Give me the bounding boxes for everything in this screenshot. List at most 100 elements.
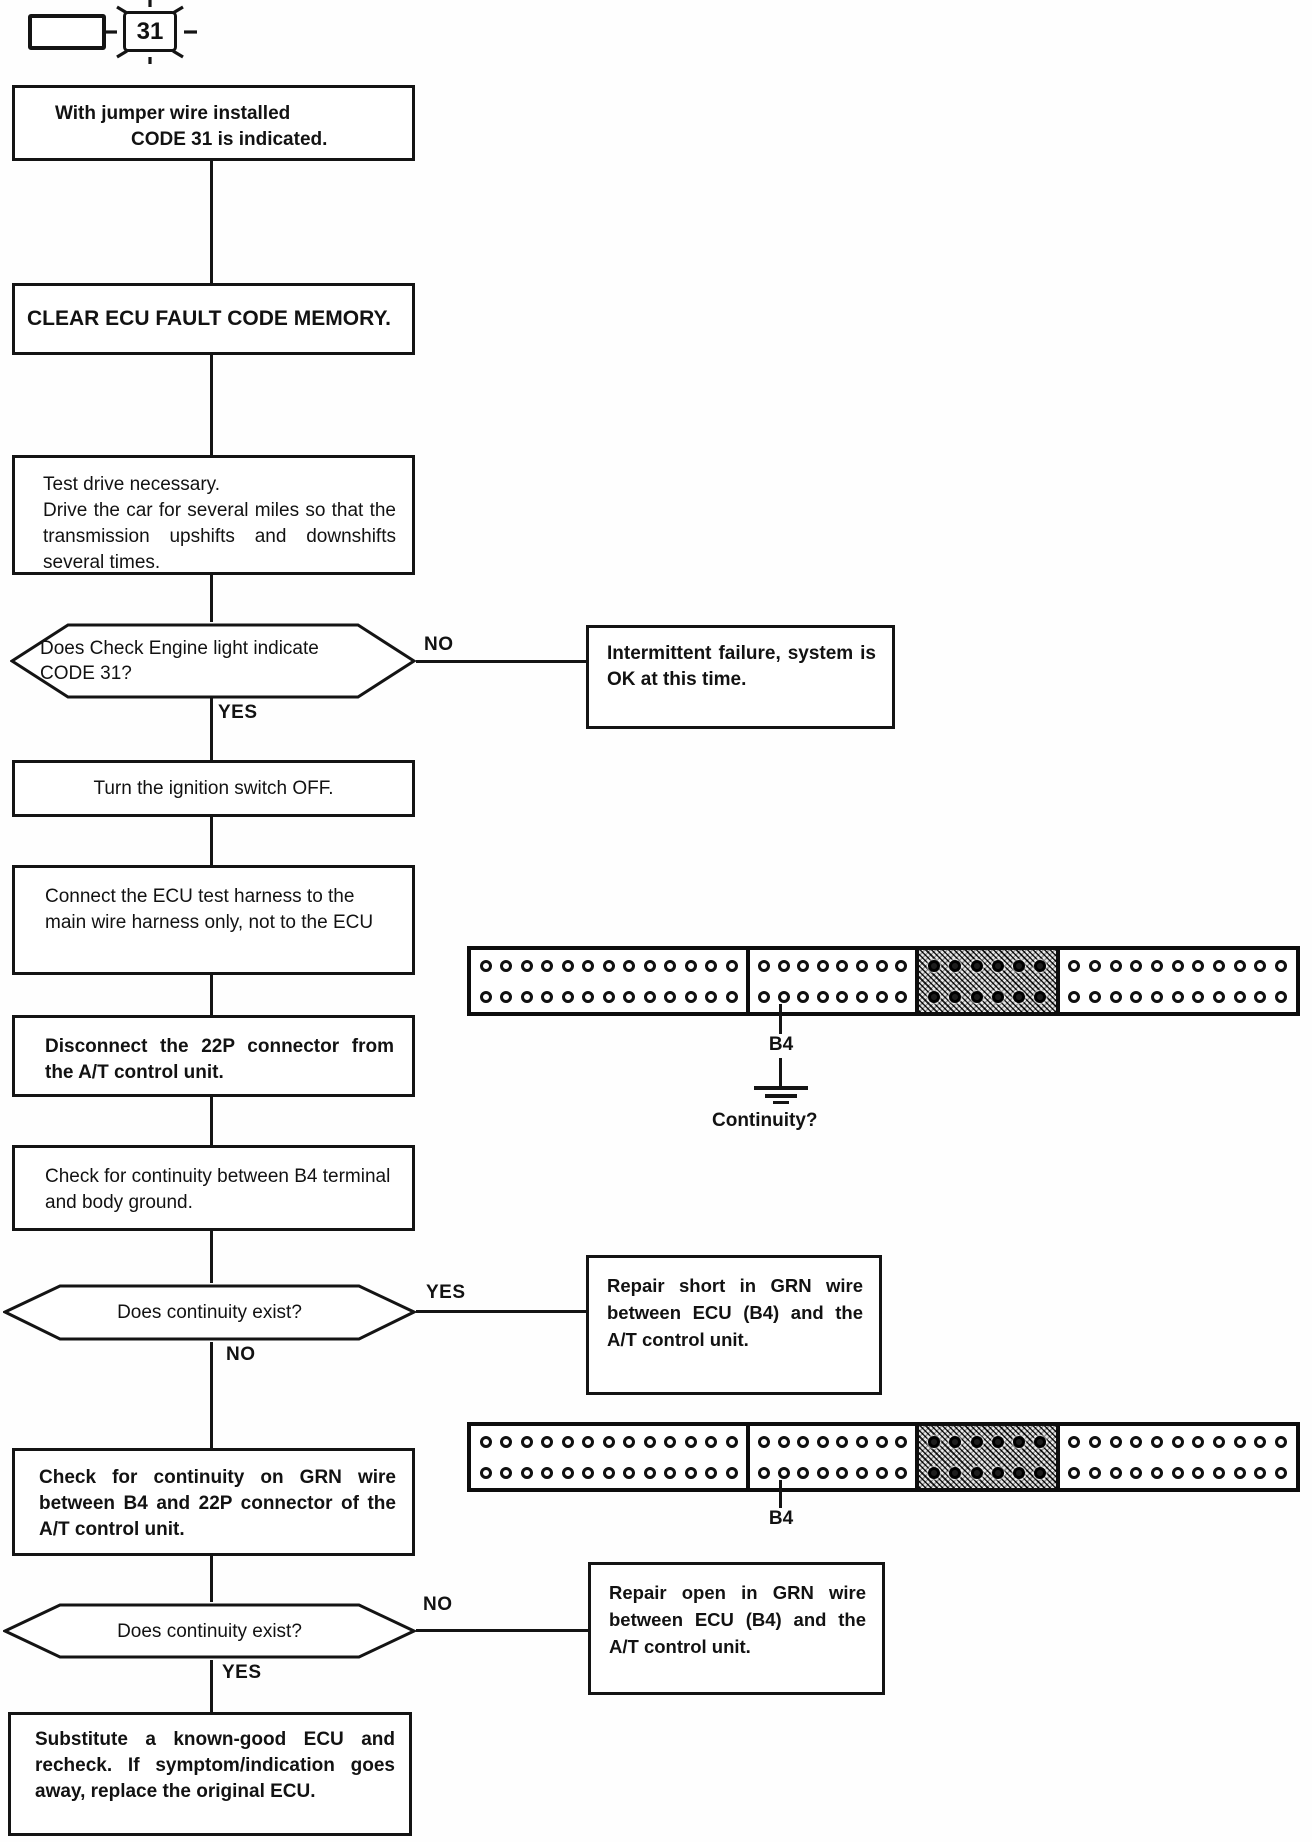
terminal-pin bbox=[1130, 990, 1143, 1003]
edge-label-yes: YES bbox=[218, 702, 258, 723]
terminal-pin bbox=[623, 959, 636, 972]
terminal-pin bbox=[582, 959, 595, 972]
terminal-pin bbox=[725, 959, 738, 972]
connector-pin-row bbox=[750, 1457, 915, 1488]
ground-lead-line bbox=[779, 1058, 782, 1086]
terminal-pin bbox=[623, 1435, 636, 1448]
terminal-pin bbox=[875, 1435, 888, 1448]
flow-line bbox=[210, 1231, 213, 1283]
terminal-pin bbox=[1068, 1435, 1081, 1448]
connector-pin-row bbox=[1060, 950, 1296, 981]
flow-box-check-b4-ground: Check for continuity between B4 terminal… bbox=[12, 1145, 415, 1231]
terminal-pin bbox=[541, 1466, 554, 1479]
terminal-pin bbox=[602, 959, 615, 972]
terminal-pin bbox=[855, 1435, 868, 1448]
connector-section bbox=[471, 950, 746, 1012]
terminal-pin bbox=[705, 990, 718, 1003]
decision-check-engine-code31: Does Check Engine light indicate CODE 31… bbox=[10, 622, 416, 700]
flow-box-repair-short-text: Repair short in GRN wire between ECU (B4… bbox=[607, 1275, 863, 1350]
flow-line bbox=[210, 698, 213, 760]
terminal-pin bbox=[705, 1435, 718, 1448]
terminal-pin bbox=[479, 1466, 492, 1479]
terminal-pin bbox=[561, 1466, 574, 1479]
terminal-pin bbox=[1171, 1435, 1184, 1448]
terminal-pin bbox=[875, 1466, 888, 1479]
connector-pin-row bbox=[750, 1426, 915, 1457]
terminal-pin bbox=[684, 959, 697, 972]
terminal-pin bbox=[777, 1466, 790, 1479]
terminal-pin bbox=[1151, 959, 1164, 972]
connector-section bbox=[746, 1426, 915, 1488]
terminal-pin bbox=[725, 1435, 738, 1448]
terminal-pin bbox=[1275, 959, 1288, 972]
terminal-pin bbox=[479, 1435, 492, 1448]
terminal-pin bbox=[895, 1466, 908, 1479]
terminal-pin bbox=[705, 959, 718, 972]
b4-pointer-line bbox=[779, 1004, 782, 1034]
hexagon-shape bbox=[3, 1603, 416, 1659]
terminal-pin bbox=[602, 990, 615, 1003]
terminal-pin bbox=[1013, 1466, 1026, 1479]
terminal-pin bbox=[664, 990, 677, 1003]
terminal-pin bbox=[479, 990, 492, 1003]
flow-box-check-grn-wire-text: Check for continuity on GRN wire between… bbox=[39, 1467, 396, 1540]
flow-box-disconnect-22p-text: Disconnect the 22P connector from the A/… bbox=[45, 1036, 394, 1083]
flow-line bbox=[210, 1342, 213, 1448]
terminal-pin bbox=[705, 1466, 718, 1479]
flow-box-repair-open: Repair open in GRN wire between ECU (B4)… bbox=[588, 1562, 885, 1695]
terminal-pin bbox=[1254, 1435, 1267, 1448]
edge-label-yes: YES bbox=[222, 1662, 262, 1683]
terminal-pin bbox=[816, 1435, 829, 1448]
decision-continuity-1-text: Does continuity exist? bbox=[117, 1302, 302, 1323]
edge-label-no: NO bbox=[424, 634, 454, 655]
terminal-pin bbox=[757, 1435, 770, 1448]
terminal-pin bbox=[836, 1466, 849, 1479]
terminal-pin bbox=[1275, 990, 1288, 1003]
terminal-pin bbox=[1233, 1435, 1246, 1448]
terminal-pin bbox=[500, 990, 513, 1003]
terminal-pin bbox=[1254, 959, 1267, 972]
terminal-pin bbox=[816, 959, 829, 972]
terminal-pin bbox=[1034, 959, 1047, 972]
b4-terminal-label: B4 bbox=[768, 1508, 794, 1529]
terminal-pin bbox=[1068, 1466, 1081, 1479]
terminal-pin bbox=[1213, 1435, 1226, 1448]
terminal-pin bbox=[1151, 1466, 1164, 1479]
terminal-pin bbox=[1254, 990, 1267, 1003]
terminal-pin bbox=[1013, 959, 1026, 972]
terminal-pin bbox=[664, 959, 677, 972]
connector-pin-row bbox=[919, 1426, 1056, 1457]
terminal-pin bbox=[949, 990, 962, 1003]
terminal-pin bbox=[1254, 1466, 1267, 1479]
terminal-pin bbox=[1171, 990, 1184, 1003]
terminal-pin bbox=[777, 990, 790, 1003]
terminal-pin bbox=[1192, 959, 1205, 972]
terminal-pin bbox=[757, 990, 770, 1003]
flow-box-intermittent-failure-text: Intermittent failure, system is OK at th… bbox=[607, 643, 876, 690]
terminal-pin bbox=[1034, 1435, 1047, 1448]
terminal-pin bbox=[797, 959, 810, 972]
flow-box-jumper-code31: With jumper wire installed CODE 31 is in… bbox=[12, 85, 415, 161]
flow-box-clear-memory: CLEAR ECU FAULT CODE MEMORY. bbox=[12, 283, 415, 355]
terminal-pin bbox=[1213, 1466, 1226, 1479]
terminal-pin bbox=[1088, 990, 1101, 1003]
flow-line bbox=[210, 575, 213, 622]
terminal-pin bbox=[1233, 1466, 1246, 1479]
flow-box-intermittent-failure: Intermittent failure, system is OK at th… bbox=[586, 625, 895, 729]
terminal-pin bbox=[1192, 1466, 1205, 1479]
connector-pin-row bbox=[750, 981, 915, 1012]
terminal-pin bbox=[684, 1466, 697, 1479]
flow-box-substitute-ecu: Substitute a known-good ECU and recheck.… bbox=[8, 1712, 412, 1836]
b4-terminal-label: B4 bbox=[768, 1034, 794, 1055]
connector-section bbox=[746, 950, 915, 1012]
terminal-pin bbox=[1068, 990, 1081, 1003]
connector-pin-row bbox=[471, 1457, 746, 1488]
flow-line bbox=[210, 817, 213, 865]
decision-continuity-1: Does continuity exist? bbox=[3, 1283, 416, 1342]
decision-check-engine-code31-text: Does Check Engine light indicate CODE 31… bbox=[40, 638, 319, 684]
terminal-pin bbox=[643, 1435, 656, 1448]
terminal-pin bbox=[970, 990, 983, 1003]
flow-box-clear-memory-text: CLEAR ECU FAULT CODE MEMORY. bbox=[27, 307, 392, 330]
terminal-pin bbox=[928, 990, 941, 1003]
